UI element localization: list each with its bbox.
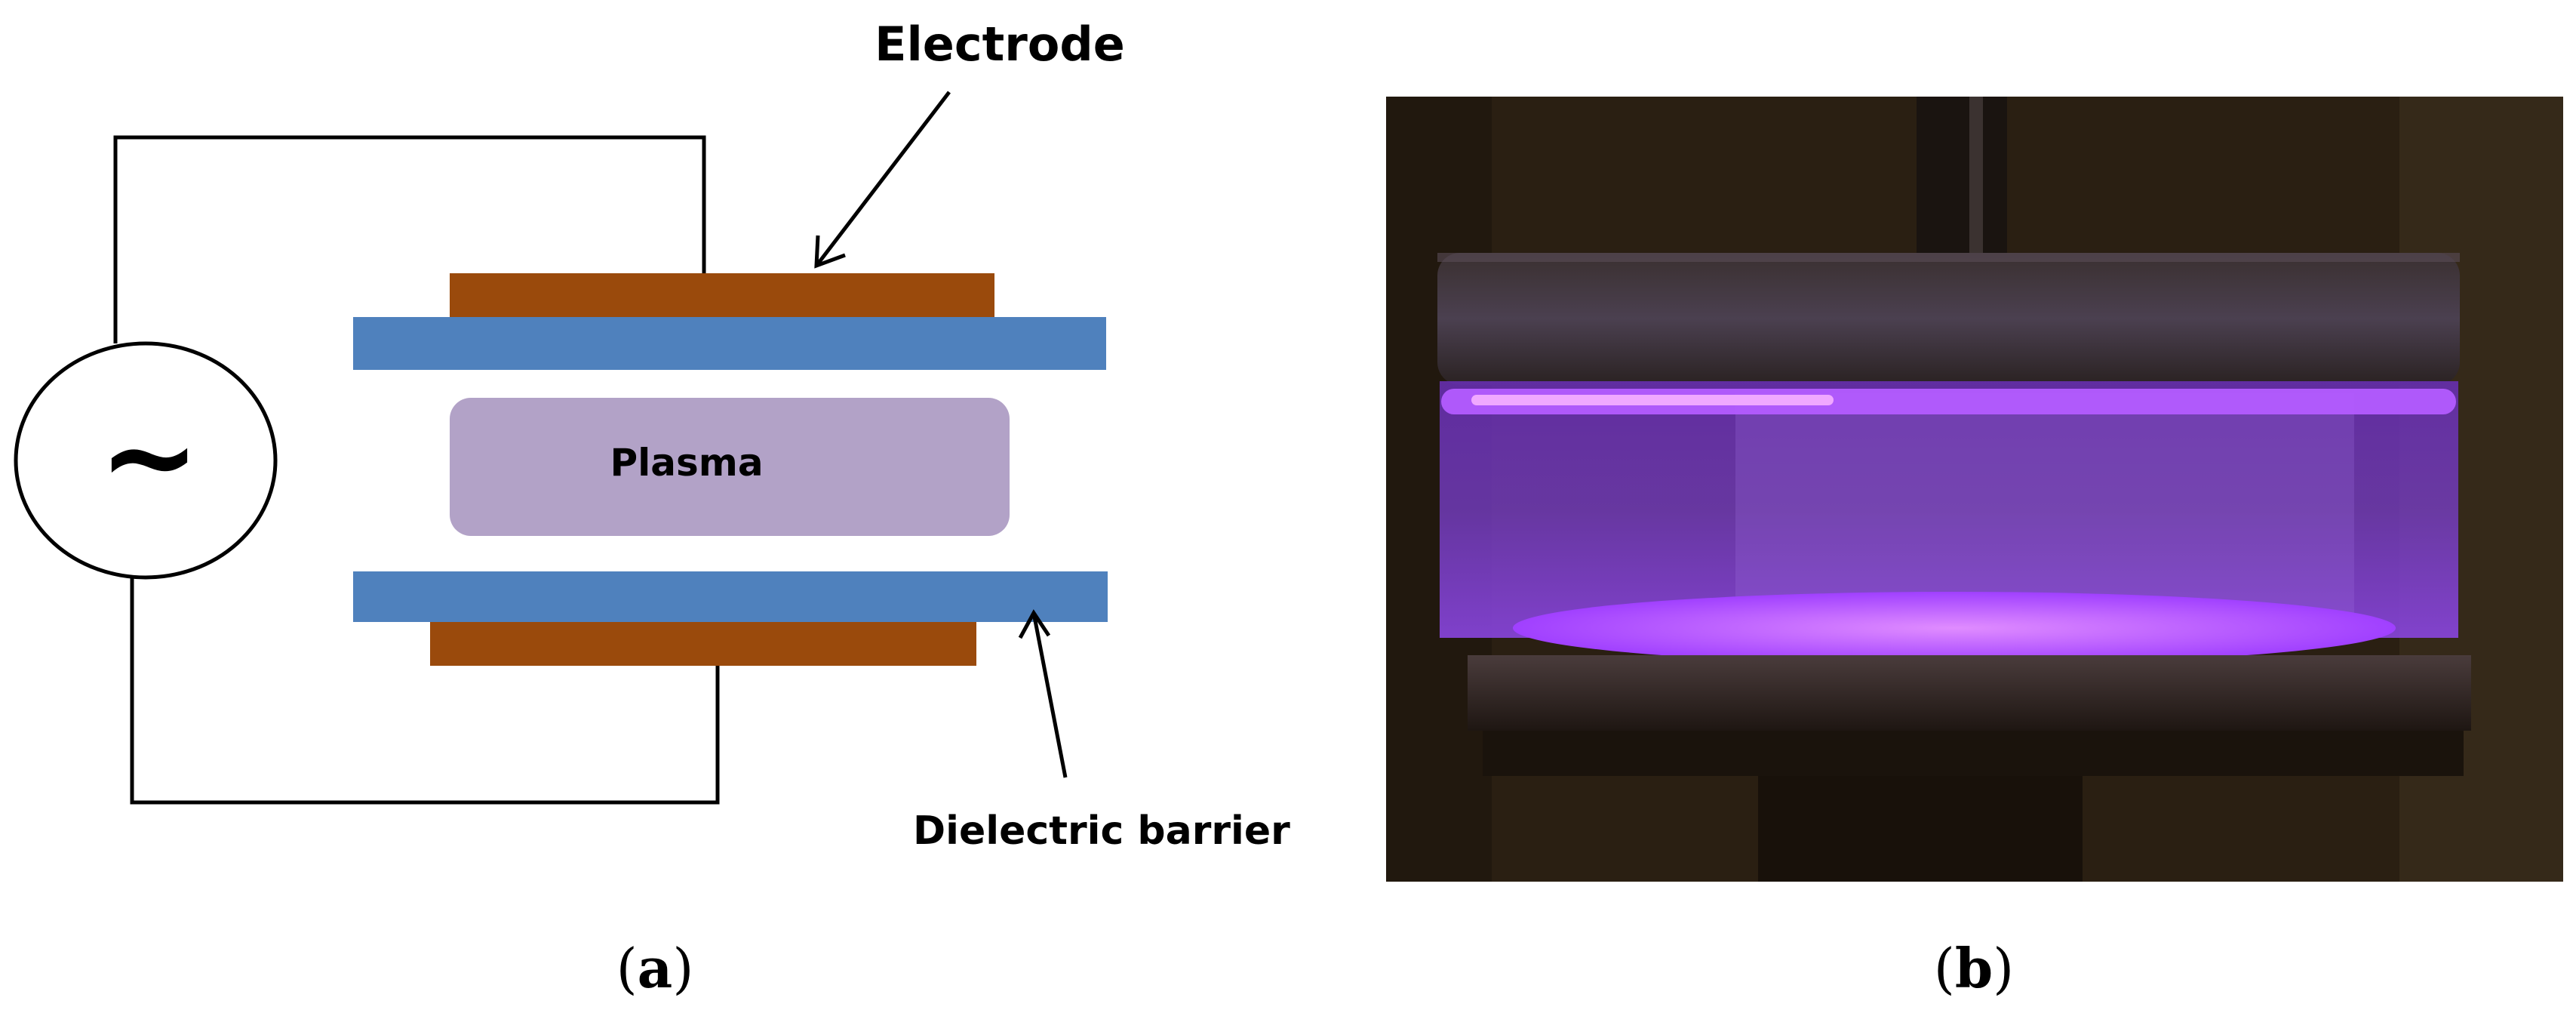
caption-b-close-paren: ): [1993, 937, 2014, 1000]
panel-a-circuit-diagram: ~ Plasma Electrode Dielectric barrier (a…: [14, 17, 1290, 1000]
plasma-glow-haze: [1735, 393, 2354, 627]
top-glow-highlight: [1471, 395, 1834, 405]
caption-a-letter: a: [638, 936, 673, 1000]
caption-b: (b): [1934, 936, 2015, 1000]
top-glass-plate: [1437, 253, 2460, 385]
caption-a-open-paren: (: [616, 937, 638, 1000]
caption-a-close-paren: ): [672, 937, 693, 1000]
upper-rod: [1917, 97, 2007, 255]
caption-b-letter: b: [1955, 936, 1993, 1000]
plasma-region: [450, 398, 1010, 536]
top-plate-edge: [1437, 253, 2460, 262]
bottom-glow: [1513, 592, 2396, 664]
top-electrode: [450, 273, 994, 319]
ac-source-circle: [14, 341, 278, 580]
electrode-arrow: [814, 91, 951, 269]
lower-support: [1758, 762, 2083, 882]
bottom-plate-lower: [1483, 731, 2464, 776]
bottom-electrode: [430, 622, 976, 666]
dielectric-barrier-label: Dielectric barrier: [913, 808, 1290, 854]
circuit-wires: [113, 135, 720, 805]
plasma-label: Plasma: [610, 441, 763, 485]
dielectric-arrow: [1018, 609, 1068, 778]
ac-source-symbol: ~: [99, 386, 200, 527]
upper-rod-highlight: [1969, 97, 1983, 255]
bottom-dielectric-barrier: [353, 571, 1108, 622]
top-wire: [113, 135, 706, 343]
bottom-wire: [130, 577, 720, 805]
caption-b-open-paren: (: [1934, 937, 1955, 1000]
caption-a: (a): [616, 936, 694, 1000]
electrode-label: Electrode: [875, 17, 1125, 72]
ac-source: ~: [14, 341, 278, 580]
panel-b-plasma-photo: (b): [1386, 97, 2563, 1000]
bottom-glass-plate: [1468, 655, 2471, 731]
top-dielectric-barrier: [353, 317, 1106, 370]
